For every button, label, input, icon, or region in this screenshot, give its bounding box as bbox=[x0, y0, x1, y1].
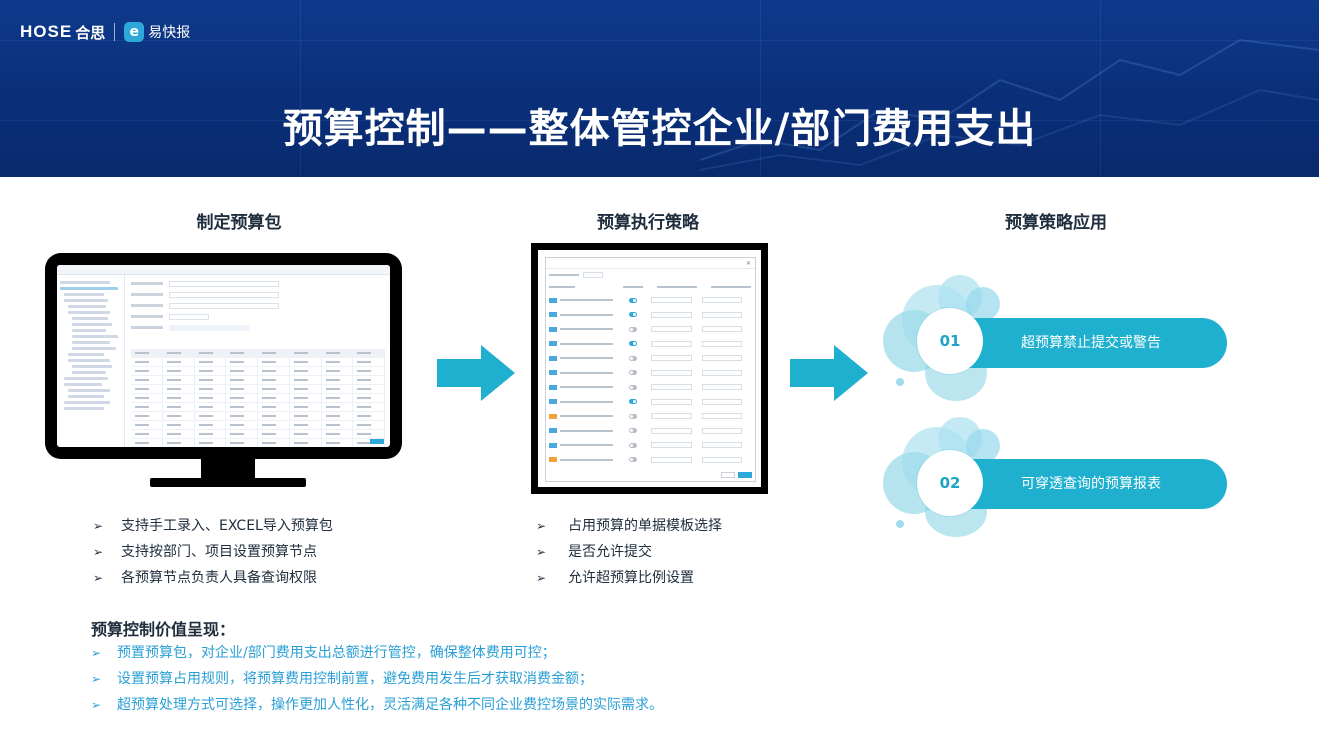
dialog-footer bbox=[721, 472, 752, 478]
list-item: ➢ 允许超预算比例设置 bbox=[536, 565, 722, 591]
list-item: ➢ 超预算处理方式可选择，操作更加人性化，灵活满足各种不同企业费控场景的实际需求。 bbox=[91, 692, 663, 718]
banner-grid-line bbox=[0, 40, 1319, 41]
monitor-stand-neck bbox=[201, 459, 255, 481]
page-title: 预算控制——整体管控企业/部门费用支出 bbox=[282, 106, 1037, 152]
chevron-bullet-icon: ➢ bbox=[536, 545, 547, 559]
close-icon: × bbox=[745, 260, 751, 267]
list-item: ➢ 支持按部门、项目设置预算节点 bbox=[93, 539, 333, 565]
list-item-text: 允许超预算比例设置 bbox=[568, 570, 694, 586]
monitor-icon bbox=[45, 253, 402, 459]
screen-form bbox=[131, 279, 385, 334]
ekuaibao-logo-icon: e bbox=[124, 22, 145, 42]
strategy-number-02: 02 bbox=[917, 450, 983, 516]
right-arrow-icon bbox=[790, 345, 868, 401]
chevron-bullet-icon: ➢ bbox=[91, 698, 102, 712]
chevron-bullet-icon: ➢ bbox=[91, 646, 102, 660]
strategy-label-02: 可穿透查询的预算报表 bbox=[1021, 476, 1161, 492]
banner-decoration-chart bbox=[700, 38, 1319, 171]
list-item: ➢ 占用预算的单据模板选择 bbox=[536, 513, 722, 539]
chevron-bullet-icon: ➢ bbox=[536, 519, 547, 533]
header-banner: HOSE 合思 e 易快报 预算控制——整体管控企业/部门费用支出 bbox=[0, 0, 1319, 177]
chevron-bullet-icon: ➢ bbox=[93, 519, 104, 533]
company-logo: HOSE 合思 e 易快报 bbox=[20, 20, 190, 44]
decorative-bubble bbox=[896, 520, 904, 528]
list-item: ➢ 支持手工录入、EXCEL导入预算包 bbox=[93, 513, 333, 539]
value-section-heading: 预算控制价值呈现： bbox=[91, 620, 236, 639]
list-item-text: 是否允许提交 bbox=[568, 544, 652, 560]
column-heading-budget-package: 制定预算包 bbox=[196, 213, 282, 233]
list-item-text: 设置预算占用规则，将预算费用控制前置，避免费用发生后才获取消费金额； bbox=[117, 671, 593, 687]
column-heading-strategy-application: 预算策略应用 bbox=[1005, 213, 1107, 233]
list-item-text: 支持按部门、项目设置预算节点 bbox=[121, 544, 317, 560]
list-item: ➢ 预置预算包，对企业/部门费用支出总额进行管控，确保整体费用可控； bbox=[91, 640, 663, 666]
chevron-bullet-icon: ➢ bbox=[93, 571, 104, 585]
list-item-text: 预置预算包，对企业/部门费用支出总额进行管控，确保整体费用可控； bbox=[117, 645, 556, 661]
list-item: ➢ 设置预算占用规则，将预算费用控制前置，避免费用发生后才获取消费金额； bbox=[91, 666, 663, 692]
execution-strategy-feature-list: ➢ 占用预算的单据模板选择 ➢ 是否允许提交 ➢ 允许超预算比例设置 bbox=[536, 513, 722, 591]
list-item-text: 占用预算的单据模板选择 bbox=[568, 518, 722, 534]
logo-separator bbox=[114, 23, 116, 41]
decorative-bubble bbox=[896, 378, 904, 386]
budget-package-screenshot bbox=[57, 265, 390, 447]
budget-control-dialog: × bbox=[545, 257, 756, 482]
right-arrow-icon bbox=[437, 345, 515, 401]
screen-top-bar bbox=[57, 265, 390, 275]
value-list: ➢ 预置预算包，对企业/部门费用支出总额进行管控，确保整体费用可控； ➢ 设置预算占… bbox=[91, 640, 663, 718]
strategy-number-01: 01 bbox=[917, 308, 983, 374]
screen-sidebar-tree bbox=[57, 275, 125, 447]
banner-grid-line bbox=[1100, 0, 1101, 177]
screen-budget-table bbox=[131, 349, 385, 447]
chevron-bullet-icon: ➢ bbox=[91, 672, 102, 686]
banner-grid-line bbox=[300, 0, 301, 177]
list-item-text: 超预算处理方式可选择，操作更加人性化，灵活满足各种不同企业费控场景的实际需求。 bbox=[117, 697, 663, 713]
list-item: ➢ 是否允许提交 bbox=[536, 539, 722, 565]
brand-name: HOSE bbox=[20, 22, 73, 41]
monitor-stand-base bbox=[150, 478, 306, 487]
brand-name-cn: 合思 bbox=[75, 23, 106, 42]
dialog-title-bar bbox=[546, 258, 755, 269]
column-heading-execution-strategy: 预算执行策略 bbox=[597, 213, 699, 233]
execution-strategy-screenshot: × bbox=[531, 243, 768, 494]
chevron-bullet-icon: ➢ bbox=[536, 571, 547, 585]
list-item-text: 支持手工录入、EXCEL导入预算包 bbox=[121, 518, 333, 534]
list-item-text: 各预算节点负责人具备查询权限 bbox=[121, 570, 317, 586]
banner-grid-line bbox=[760, 0, 761, 177]
sub-brand-name: 易快报 bbox=[148, 25, 191, 41]
strategy-label-01: 超预算禁止提交或警告 bbox=[1021, 335, 1161, 351]
banner-grid-line bbox=[0, 120, 1319, 121]
chevron-bullet-icon: ➢ bbox=[93, 545, 104, 559]
screen-save-button bbox=[370, 439, 384, 444]
budget-package-feature-list: ➢ 支持手工录入、EXCEL导入预算包 ➢ 支持按部门、项目设置预算节点 ➢ 各预算节… bbox=[93, 513, 333, 591]
list-item: ➢ 各预算节点负责人具备查询权限 bbox=[93, 565, 333, 591]
